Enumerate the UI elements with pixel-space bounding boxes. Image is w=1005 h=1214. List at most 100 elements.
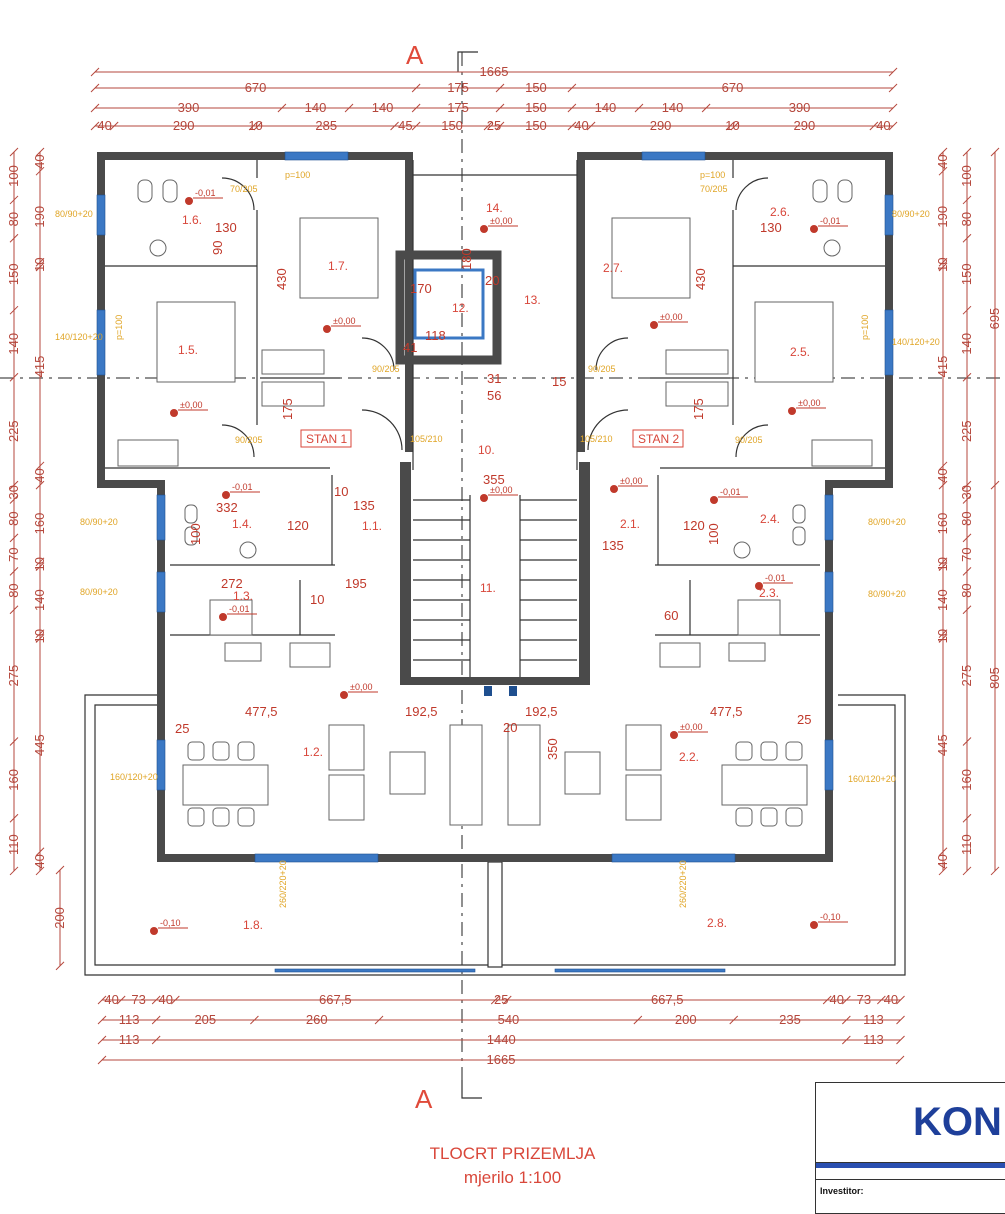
- inner-dimension: 180: [459, 248, 474, 270]
- opening-annotation: 105/210: [580, 434, 613, 444]
- opening-annotation: 260/220+20: [678, 860, 688, 908]
- dimension-tick: [876, 995, 886, 1005]
- dimension-tick: [35, 629, 45, 639]
- dimension-value: 150: [959, 263, 974, 285]
- logo-text: KON: [913, 1100, 1002, 1144]
- dimension-tick: [9, 605, 19, 615]
- section-arrow-bottom: [461, 1080, 482, 1099]
- level-marker-icon: [340, 691, 348, 699]
- inner-dimension: 100: [706, 523, 721, 545]
- dimension-tick: [938, 557, 948, 567]
- dimension-tick: [896, 995, 905, 1005]
- dimension-value: 445: [935, 734, 950, 756]
- dimension-tick: [9, 866, 19, 876]
- dimension-value: 415: [935, 356, 950, 378]
- dimension-value: 667,5: [651, 992, 684, 1007]
- room-label: 2.5.: [790, 345, 810, 359]
- opening-annotation: 160/120+20: [110, 772, 158, 782]
- dimension-value: 113: [863, 1032, 884, 1047]
- dimension-tick: [411, 103, 421, 113]
- dimension-tick: [962, 533, 972, 543]
- inner-dimension: 130: [760, 220, 782, 235]
- room-label: 1.7.: [328, 259, 348, 273]
- dimension-value: 100: [6, 165, 21, 187]
- dimension-tick: [97, 995, 107, 1005]
- level-value: ±0,00: [333, 316, 355, 326]
- dimension-value: 150: [525, 80, 547, 95]
- dimension-value: 275: [959, 665, 974, 687]
- dimension-tick: [962, 866, 972, 876]
- dimension-value: 113: [119, 1032, 140, 1047]
- drawing-scale: mjerilo 1:100: [463, 1168, 562, 1187]
- dimension-value: 80: [959, 212, 974, 226]
- installation-shaft: [509, 686, 517, 696]
- dimension-tick: [35, 262, 45, 272]
- inner-dimension: 430: [693, 268, 708, 290]
- dimension-value: 150: [525, 100, 547, 115]
- inner-dimension: 56: [487, 388, 501, 403]
- dimension-tick: [841, 1015, 851, 1025]
- level-marker-icon: [788, 407, 796, 415]
- dimension-tick: [97, 1035, 107, 1045]
- opening-annotation: 160/120+20: [848, 774, 896, 784]
- dimension-value: 150: [6, 263, 21, 285]
- dimension-tick: [55, 865, 65, 875]
- dimension-tick: [9, 737, 19, 746]
- dimension-value: 80: [959, 511, 974, 525]
- dimension-tick: [938, 480, 948, 490]
- inner-dimension: 175: [280, 398, 295, 420]
- dimension-tick: [248, 121, 258, 131]
- level-marker-icon: [170, 409, 178, 417]
- title-block: KON Investitor:: [815, 1082, 1005, 1214]
- dimension-tick: [841, 1035, 851, 1045]
- dimension-tick: [35, 634, 45, 643]
- opening-annotation: p=100: [285, 170, 310, 180]
- room-label: 11.: [480, 581, 496, 595]
- dimension-value: 1440: [487, 1032, 516, 1047]
- inner-dimension: 170: [410, 281, 432, 296]
- dimension-value: 390: [789, 100, 811, 115]
- dimension-tick: [35, 147, 45, 157]
- dimension-value: 40: [32, 154, 47, 168]
- unit-tag: STAN 2: [638, 432, 679, 446]
- dimension-tick: [90, 103, 100, 113]
- level-marker-icon: [480, 225, 488, 233]
- room-label: 2.7.: [603, 261, 623, 275]
- dimension-tick: [90, 121, 100, 131]
- room-label: 13.: [524, 293, 541, 307]
- dimension-value: 160: [959, 769, 974, 791]
- dimension-value: 80: [6, 583, 21, 597]
- opening-annotation: 80/90+20: [55, 209, 93, 219]
- opening-annotation: 80/90+20: [80, 517, 118, 527]
- dimension-value: 175: [447, 100, 469, 115]
- dimension-tick: [35, 866, 45, 876]
- dimension-tick: [962, 813, 972, 823]
- dimension-tick: [822, 995, 832, 1005]
- drawing-title-block: TLOCRT PRIZEMLJA mjerilo 1:100: [380, 1142, 645, 1190]
- dimension-value: 290: [173, 118, 195, 133]
- dimension-value: 805: [987, 667, 1002, 689]
- dimension-value: 10: [935, 257, 950, 271]
- dimension-tick: [35, 557, 45, 567]
- dimension-value: 1665: [487, 1052, 516, 1067]
- terrace-glazing: [274, 968, 476, 973]
- inner-dimension: 15: [552, 374, 566, 389]
- section-marker-bottom: A: [415, 1084, 433, 1114]
- dimension-tick: [109, 121, 119, 131]
- dimension-tick: [962, 605, 972, 615]
- dimension-tick: [9, 495, 19, 504]
- dimension-tick: [938, 847, 948, 857]
- dimension-tick: [701, 103, 711, 113]
- level-value: ±0,00: [490, 485, 512, 495]
- dimension-value: 40: [159, 992, 173, 1007]
- unit-tag-box: [300, 429, 352, 448]
- plan-labels: 1.6.1.7.1.5.14.12.13.10.11.1.1.1.4.1.3.1…: [55, 170, 940, 935]
- opening-annotation: 260/220+20: [278, 860, 288, 908]
